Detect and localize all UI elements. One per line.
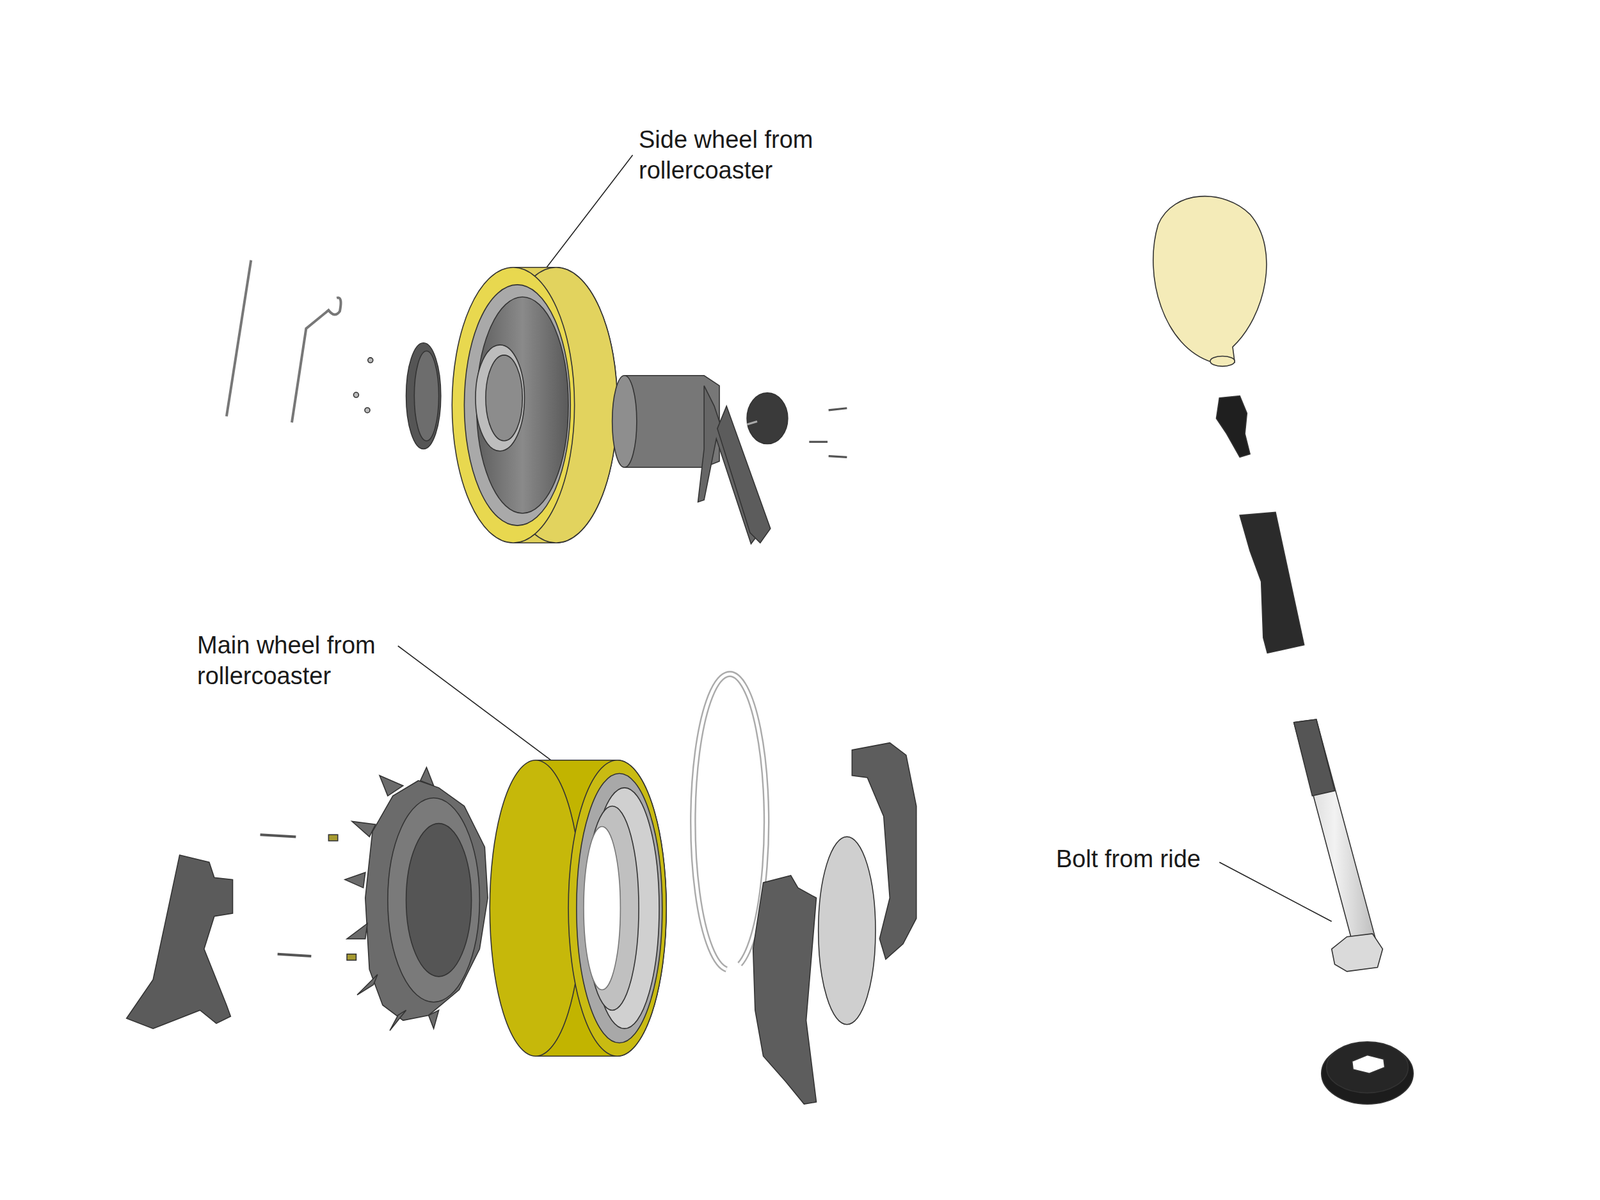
side-wheel-assembly-part xyxy=(485,355,523,441)
bolt-assembly-part xyxy=(1352,1055,1385,1074)
side-wheel-assembly-part xyxy=(612,375,637,468)
part-label: Main wheel from rollercoaster xyxy=(197,629,415,692)
side-wheel-assembly-part xyxy=(746,421,758,425)
leader-lines-part xyxy=(545,154,633,269)
side-wheel-assembly-part xyxy=(828,456,848,458)
bolt-assembly-part xyxy=(1294,719,1376,945)
bolt-assembly-part xyxy=(1239,512,1304,653)
main-wheel-assembly-part xyxy=(576,773,663,1044)
main-wheel-assembly-part xyxy=(260,834,297,837)
side-wheel-assembly-part xyxy=(451,267,575,543)
main-wheel-assembly-part xyxy=(277,954,312,957)
side-wheel-assembly-part xyxy=(364,407,370,413)
main-wheel-assembly-part xyxy=(328,834,338,841)
side-wheel-assembly-part xyxy=(406,343,441,450)
side-wheel-assembly-part xyxy=(808,440,828,443)
main-wheel-assembly-part xyxy=(753,875,817,1104)
side-wheel-assembly xyxy=(226,260,847,544)
bolt-assembly xyxy=(1153,196,1414,1104)
bolt-assembly-part xyxy=(1294,719,1336,797)
side-wheel-assembly-part xyxy=(226,260,251,417)
leader-lines-part xyxy=(1219,862,1332,921)
main-wheel-assembly-part xyxy=(693,673,767,969)
part-label: Bolt from ride xyxy=(1056,843,1325,875)
main-wheel-assembly-part xyxy=(126,855,233,1029)
main-wheel-assembly-part xyxy=(693,673,767,969)
side-wheel-assembly-part xyxy=(746,392,788,445)
bolt-assembly-part xyxy=(1210,355,1235,367)
side-wheel-assembly-part xyxy=(368,357,374,363)
bolt-assembly-part xyxy=(1153,196,1267,363)
bolt-assembly-part xyxy=(1216,396,1251,458)
main-wheel-assembly-part xyxy=(818,836,876,1024)
leader-lines-part xyxy=(398,645,552,761)
main-wheel-assembly-part-part xyxy=(365,780,488,1021)
main-wheel-assembly-part xyxy=(406,823,472,977)
side-wheel-assembly-part xyxy=(291,297,342,423)
side-wheel-assembly-part xyxy=(828,408,848,411)
bolt-assembly-part xyxy=(1326,1041,1409,1094)
main-wheel-assembly-part xyxy=(344,767,488,1031)
side-wheel-assembly-part xyxy=(353,392,359,398)
main-wheel-assembly xyxy=(126,673,917,1104)
side-wheel-assembly-part xyxy=(475,344,525,452)
main-wheel-assembly-part xyxy=(583,826,621,990)
side-wheel-assembly-part xyxy=(464,284,571,526)
main-wheel-assembly-part xyxy=(851,743,916,960)
side-wheel-assembly-part xyxy=(414,350,439,441)
side-wheel-assembly-part xyxy=(476,296,569,514)
main-wheel-assembly-part xyxy=(568,760,667,1056)
bolt-assembly-part xyxy=(1331,933,1384,972)
main-wheel-assembly-part xyxy=(346,954,356,961)
part-label: Side wheel from rollercoaster xyxy=(638,124,857,186)
main-wheel-assembly-part xyxy=(387,798,480,1003)
